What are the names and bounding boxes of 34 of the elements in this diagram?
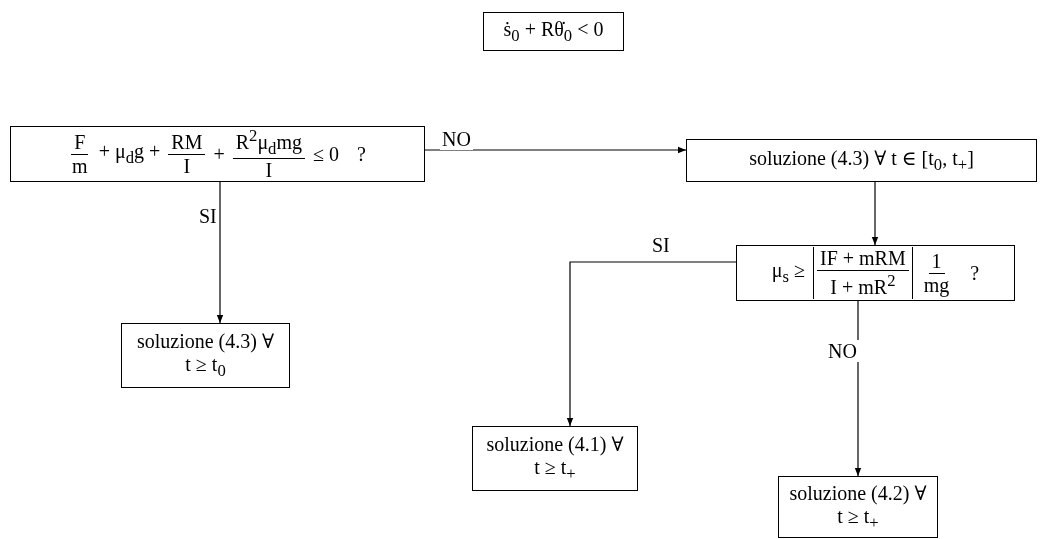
process-box xyxy=(778,476,938,538)
node-text: soluzione (4.2) ∀ t ≥ t$_{+}$ xyxy=(788,481,928,533)
question-mark: ? xyxy=(357,142,366,166)
question-mark: ? xyxy=(970,261,980,285)
edge-label: NO xyxy=(826,340,859,362)
arrow xyxy=(566,261,737,427)
process-box xyxy=(483,12,624,51)
fraction-denominator: mg xyxy=(922,273,951,297)
fraction-numerator: RM xyxy=(168,130,206,155)
fraction-numerator: F xyxy=(71,130,89,155)
fraction-denominator: I xyxy=(182,154,192,178)
math-text: + xyxy=(213,142,225,166)
process-box xyxy=(472,426,638,491)
arrow xyxy=(424,146,687,154)
node-text: ṡ$_{0}$ + Rθ̇$_{0}$ < 0 xyxy=(503,17,604,46)
decision-box xyxy=(736,245,1015,301)
math-text: ≤ 0 xyxy=(313,142,339,166)
decision-box xyxy=(10,126,425,182)
fraction-denominator: I xyxy=(264,158,274,182)
arrow xyxy=(216,181,224,324)
node-text: soluzione (4.3) ∀ t ∈ [t$_{0}$, t$_{+}$] xyxy=(749,146,974,175)
math-text: + μ$_{d}$g + xyxy=(98,140,161,168)
fraction-numerator: IF + mRM xyxy=(817,247,909,272)
arrow xyxy=(871,181,879,246)
process-box xyxy=(121,323,290,388)
fraction-numerator: R$^{2}$μ$_{d}$mg xyxy=(232,126,305,159)
math-text: μ$_{s}$ ≥ xyxy=(771,259,805,287)
fraction-denominator: m xyxy=(71,154,89,178)
process-box xyxy=(686,139,1037,182)
fraction-numerator: 1 xyxy=(928,249,945,274)
node-text: soluzione (4.1) ∀ t ≥ t$_{+}$ xyxy=(485,433,625,484)
fraction-denominator: I + mR$^{2}$ xyxy=(829,271,897,299)
arrow xyxy=(854,300,862,477)
node-text: soluzione (4.3) ∀ t ≥ t$_{0}$ xyxy=(135,330,275,381)
